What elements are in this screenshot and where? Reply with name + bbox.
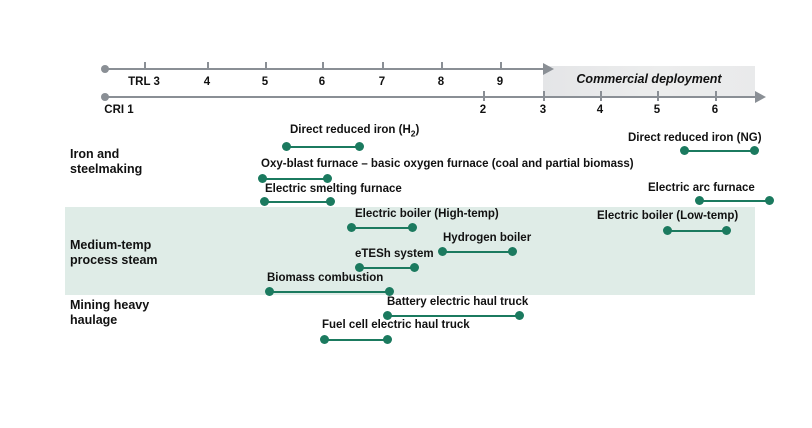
range-end-marker <box>383 335 392 344</box>
range-connector <box>262 178 328 181</box>
axis-tick-label-trl-9: 9 <box>496 76 504 88</box>
range-bar-label: Biomass combustion <box>267 272 384 284</box>
range-end-marker <box>765 196 774 205</box>
range-bar-label: Electric boiler (High-temp) <box>355 208 499 220</box>
axis-tick-label-cri-6: 6 <box>711 104 719 116</box>
range-end-marker <box>408 223 417 232</box>
axis-tick-label-cri-5: 5 <box>653 104 661 116</box>
range-connector <box>387 315 520 318</box>
range-end-marker <box>410 263 419 272</box>
range-bar[interactable] <box>680 146 759 156</box>
range-end-marker <box>750 146 759 155</box>
range-bar-label: Fuel cell electric haul truck <box>322 319 470 331</box>
axis-tick-trl-7 <box>382 62 384 70</box>
axis-arrow-cri <box>755 91 766 103</box>
axis-origin-dot-cri <box>101 93 109 101</box>
range-end-marker <box>326 197 335 206</box>
range-connector <box>667 230 727 233</box>
range-end-marker <box>323 174 332 183</box>
range-bar[interactable] <box>383 311 524 321</box>
range-connector <box>699 200 770 203</box>
range-connector <box>286 146 360 149</box>
range-bar-label: Direct reduced iron (NG) <box>628 132 762 144</box>
axis-tick-label-trl-8: 8 <box>437 76 445 88</box>
axis-tick-label-trl-3: TRL 3 <box>128 76 160 88</box>
axis-tick-label-cri-3: 3 <box>539 104 547 116</box>
axis-tick-trl-8 <box>441 62 443 70</box>
axis-origin-dot-trl <box>101 65 109 73</box>
category-label: Mining heavy haulage <box>70 298 150 327</box>
axis-tick-label-trl-5: 5 <box>261 76 269 88</box>
range-end-marker <box>515 311 524 320</box>
axis-tick-cri-4 <box>600 91 602 101</box>
range-bar-label: Direct reduced iron (H2) <box>290 124 420 139</box>
range-bar[interactable] <box>663 226 731 236</box>
axis-tick-label-trl-6: 6 <box>318 76 326 88</box>
axis-tick-trl-3 <box>144 62 146 70</box>
axis-tick-trl-9 <box>500 62 502 70</box>
axis-tick-label-trl-7: 7 <box>378 76 386 88</box>
commercial-deployment-band <box>543 66 755 96</box>
category-label: Iron and steelmaking <box>70 147 143 176</box>
range-connector <box>684 150 755 153</box>
range-end-marker <box>385 287 394 296</box>
axis-line-trl <box>105 68 543 70</box>
axis-tick-cri-3 <box>543 91 545 101</box>
axis-line-cri <box>105 96 755 98</box>
range-bar-label: Oxy-blast furnace – basic oxygen furnace… <box>261 158 634 170</box>
range-connector <box>264 201 331 204</box>
range-end-marker <box>722 226 731 235</box>
category-highlight-band <box>65 207 755 295</box>
range-end-marker <box>355 142 364 151</box>
range-connector <box>269 291 390 294</box>
axis-tick-cri-2 <box>483 91 485 101</box>
axis-tick-label-trl-4: 4 <box>203 76 211 88</box>
range-bar-label: Hydrogen boiler <box>443 232 532 244</box>
range-bar[interactable] <box>265 287 394 297</box>
range-end-marker <box>508 247 517 256</box>
axis-tick-cri-6 <box>715 91 717 101</box>
axis-tick-cri-5 <box>657 91 659 101</box>
axis-tick-trl-5 <box>265 62 267 70</box>
range-bar[interactable] <box>258 174 332 184</box>
range-bar-label: eTESh system <box>355 248 434 260</box>
range-bar-label: Electric arc furnace <box>648 182 755 194</box>
range-bar[interactable] <box>282 142 364 152</box>
range-bar-label: Battery electric haul truck <box>387 296 529 308</box>
range-connector <box>359 267 415 270</box>
range-bar[interactable] <box>260 197 335 207</box>
axis-arrow-trl <box>543 63 554 75</box>
range-connector <box>442 251 513 254</box>
range-bar[interactable] <box>695 196 774 206</box>
category-label: Medium-temp process steam <box>70 238 158 267</box>
range-bar[interactable] <box>438 247 517 257</box>
axis-tick-label-cri-4: 4 <box>596 104 604 116</box>
range-bar-label: Electric boiler (Low-temp) <box>597 210 739 222</box>
axis-origin-label-cri: CRI 1 <box>104 104 134 116</box>
range-connector <box>324 339 388 342</box>
range-connector <box>351 227 413 230</box>
commercial-deployment-label: Commercial deployment <box>576 72 722 86</box>
range-bar[interactable] <box>355 263 419 273</box>
axis-tick-trl-4 <box>207 62 209 70</box>
axis-tick-trl-6 <box>322 62 324 70</box>
range-bar-label: Electric smelting furnace <box>265 183 402 195</box>
axis-tick-label-cri-2: 2 <box>479 104 487 116</box>
range-bar[interactable] <box>347 223 417 233</box>
range-bar[interactable] <box>320 335 392 345</box>
